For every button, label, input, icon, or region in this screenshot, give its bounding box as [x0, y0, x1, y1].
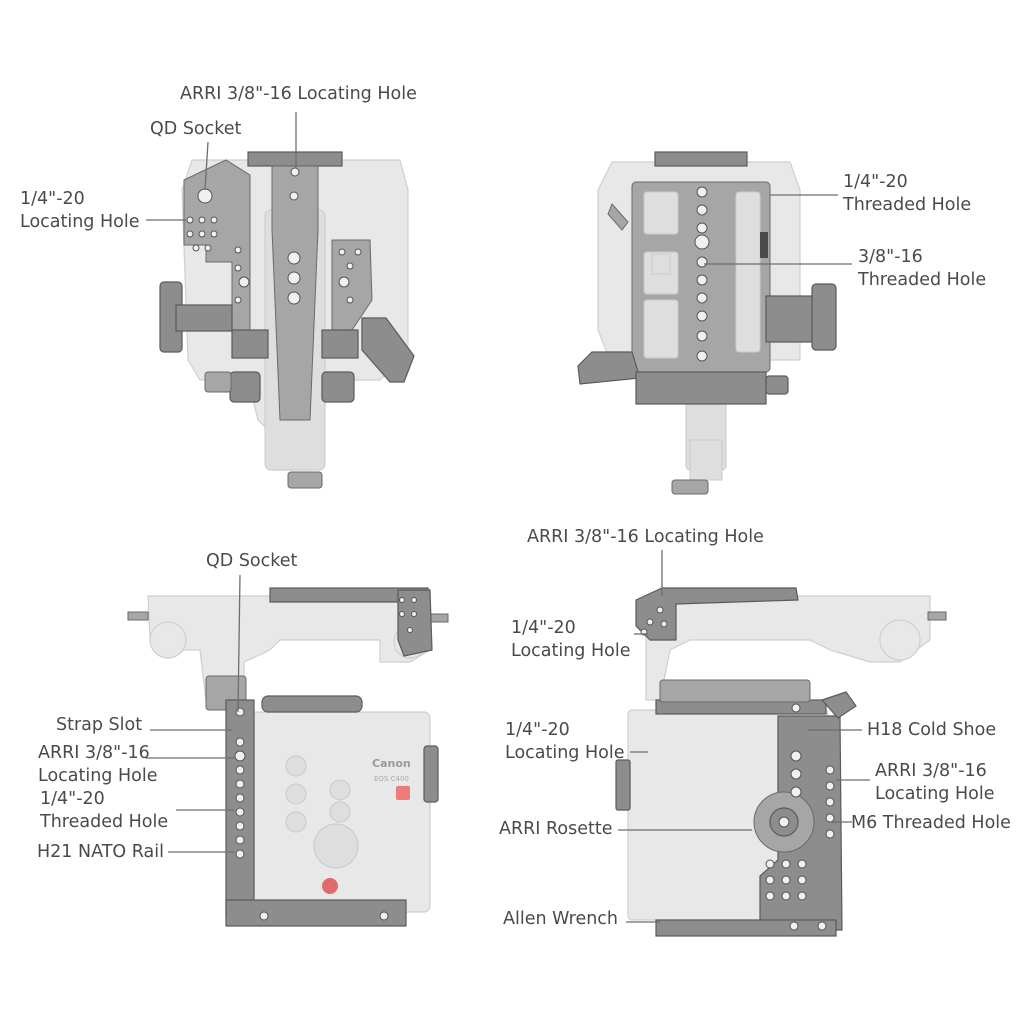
- label-allen-wrench: Allen Wrench: [503, 909, 619, 929]
- label-quarter-locating-hole: 1/4"-20 Locating Hole: [20, 188, 139, 234]
- right-side-view-illustration: [615, 587, 947, 937]
- label-quarter-threaded-hole: 1/4"-20 Threaded Hole: [843, 171, 971, 217]
- label-line-1: ARRI 3/8"-16: [38, 743, 150, 763]
- camera-model-text: EOS C400: [374, 775, 409, 783]
- label-strap-slot: Strap Slot: [56, 715, 143, 735]
- label-arri-locating-hole-right: ARRI 3/8"-16 Locating Hole: [527, 527, 764, 547]
- label-line-2: Threaded Hole: [40, 812, 169, 832]
- label-qd-socket: QD Socket: [150, 119, 242, 139]
- label-line-1: 1/4"-20: [40, 789, 105, 809]
- label-arri-rosette: ARRI Rosette: [499, 819, 613, 839]
- label-quarter-locating-hole-top: 1/4"-20 Locating Hole: [511, 617, 630, 663]
- label-line-2: Locating Hole: [38, 766, 158, 786]
- top-view-illustration: [159, 151, 415, 489]
- label-line-1: 1/4"-20: [20, 189, 85, 209]
- label-arri-locating-hole-side-right: ARRI 3/8"-16 Locating Hole: [875, 760, 994, 806]
- camera-brand-text: Canon: [372, 757, 411, 770]
- label-qd-socket-side: QD Socket: [206, 551, 298, 571]
- label-nato-rail: H21 NATO Rail: [37, 842, 164, 862]
- label-arri-locating-hole: ARRI 3/8"-16 Locating Hole: [180, 84, 417, 104]
- label-cold-shoe: H18 Cold Shoe: [867, 720, 997, 740]
- label-line-2: Locating Hole: [875, 784, 995, 804]
- label-line-1: 1/4"-20: [843, 172, 908, 192]
- label-quarter-locating-hole-mid: 1/4"-20 Locating Hole: [505, 719, 624, 765]
- label-line-2: Locating Hole: [20, 212, 140, 232]
- label-m6-threaded-hole: M6 Threaded Hole: [851, 813, 1011, 833]
- label-line-2: Locating Hole: [511, 641, 631, 661]
- left-side-view-illustration: [127, 587, 449, 927]
- bottom-view-illustration: [577, 151, 837, 495]
- label-arri-locating-hole-side: ARRI 3/8"-16 Locating Hole: [38, 742, 157, 788]
- label-line-1: 3/8"-16: [858, 247, 923, 267]
- label-line-1: ARRI 3/8"-16: [875, 761, 987, 781]
- label-line-2: Threaded Hole: [843, 195, 972, 215]
- label-line-1: 1/4"-20: [505, 720, 570, 740]
- label-three-eighths-threaded-hole: 3/8"-16 Threaded Hole: [858, 246, 986, 292]
- leader-lines: [146, 112, 870, 923]
- label-quarter-threaded-hole-side: 1/4"-20 Threaded Hole: [40, 788, 168, 834]
- label-line-1: 1/4"-20: [511, 618, 576, 638]
- label-line-2: Threaded Hole: [858, 270, 987, 290]
- label-line-2: Locating Hole: [505, 743, 625, 763]
